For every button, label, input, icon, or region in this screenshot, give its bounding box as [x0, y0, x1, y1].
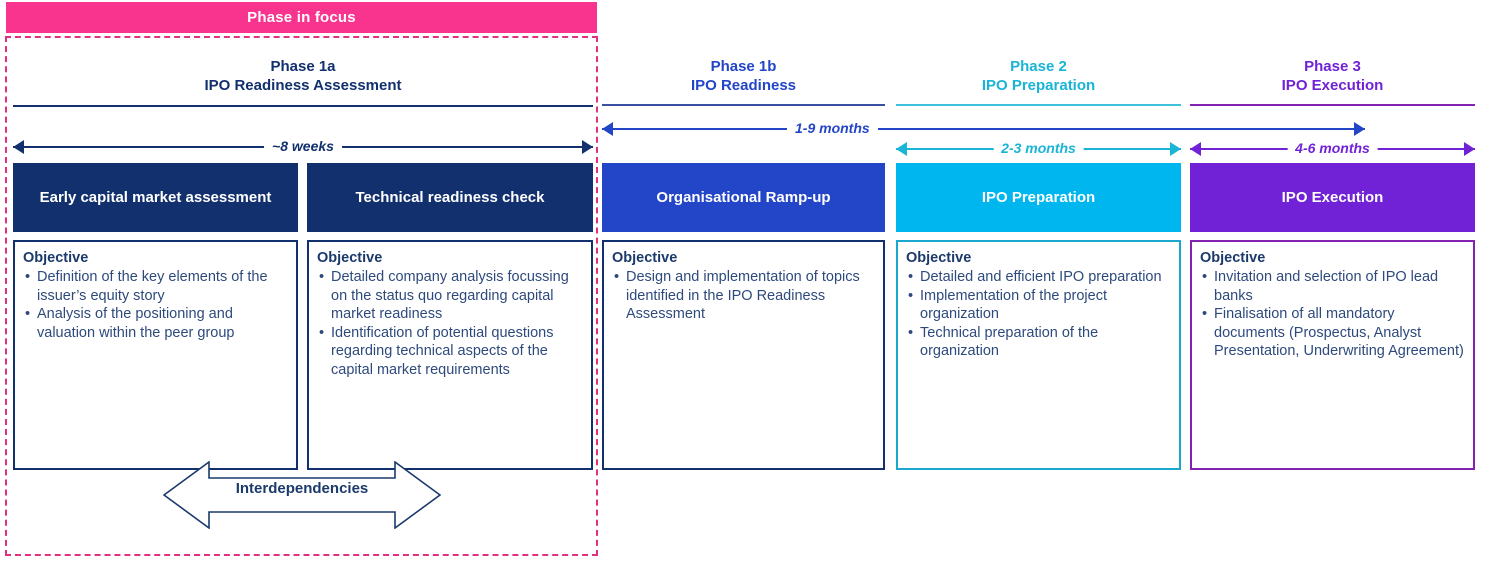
workstream-header-early-capital-market-assessment[interactable]: Early capital market assessment [13, 163, 298, 232]
objective-box-organisational-ramp-up: Objective Design and implementation of t… [602, 240, 885, 470]
workstream-header-label: IPO Preparation [981, 189, 1096, 206]
workstream-header-label: Organisational Ramp-up [656, 189, 831, 206]
list-item: Design and implementation of topics iden… [612, 268, 875, 324]
objective-title: Objective [612, 250, 678, 266]
list-item: Technical preparation of the organizatio… [906, 324, 1171, 361]
list-item: Analysis of the positioning and valuatio… [23, 305, 288, 342]
workstream-header-label: Early capital market assessment [39, 189, 272, 206]
arrowhead-left-icon [13, 140, 24, 154]
list-item: Detailed company analysis focussing on t… [317, 268, 583, 324]
duration-arrow-phase-1a: ~8 weeks [13, 136, 593, 158]
duration-arrow-phase-3: 4-6 months [1190, 138, 1475, 160]
list-item: Finalisation of all mandatory documents … [1200, 305, 1465, 361]
phase-name-1a: Phase 1a [270, 58, 336, 75]
phase-rule-1b [602, 104, 885, 106]
duration-line [602, 128, 1365, 130]
workstream-header-technical-readiness-check[interactable]: Technical readiness check [307, 163, 593, 232]
workstream-header-ipo-preparation[interactable]: IPO Preparation [896, 163, 1181, 232]
objective-title: Objective [23, 250, 89, 266]
objective-bullet-list: Invitation and selection of IPO lead ban… [1200, 268, 1465, 361]
phase-header-1a: Phase 1a IPO Readiness Assessment [13, 57, 593, 95]
phase-name-1b: Phase 1b [710, 58, 777, 75]
arrowhead-right-icon [1464, 142, 1475, 156]
phase-name-2: Phase 2 [1010, 58, 1067, 75]
objective-title: Objective [906, 250, 972, 266]
objective-title: Objective [1200, 250, 1266, 266]
list-item: Invitation and selection of IPO lead ban… [1200, 268, 1465, 305]
phase-header-1b: Phase 1b IPO Readiness [602, 57, 885, 95]
list-item: Detailed and efficient IPO preparation [906, 268, 1171, 287]
interdependencies-label: Interdependencies [235, 480, 369, 497]
phase-subtitle-1b: IPO Readiness [690, 77, 797, 94]
interdependencies-arrow: Interdependencies [163, 461, 441, 529]
phase-subtitle-3: IPO Execution [1281, 77, 1384, 94]
duration-arrow-phase-1b: 1-9 months [602, 118, 1365, 140]
phase-header-2: Phase 2 IPO Preparation [896, 57, 1181, 95]
objective-bullet-list: Detailed company analysis focussing on t… [317, 268, 583, 379]
list-item: Definition of the key elements of the is… [23, 268, 288, 305]
arrowhead-left-icon [602, 122, 613, 136]
objective-title: Objective [317, 250, 383, 266]
workstream-header-ipo-execution[interactable]: IPO Execution [1190, 163, 1475, 232]
objective-box-ipo-preparation: Objective Detailed and efficient IPO pre… [896, 240, 1181, 470]
duration-label-1b: 1-9 months [787, 118, 878, 139]
arrowhead-right-icon [1354, 122, 1365, 136]
objective-bullet-list: Detailed and efficient IPO preparation I… [906, 268, 1171, 361]
phase-rule-2 [896, 104, 1181, 106]
phase-subtitle-1a: IPO Readiness Assessment [204, 77, 402, 94]
arrowhead-left-icon [896, 142, 907, 156]
objective-box-ipo-execution: Objective Invitation and selection of IP… [1190, 240, 1475, 470]
list-item: Identification of potential questions re… [317, 324, 583, 380]
workstream-header-label: Technical readiness check [355, 189, 545, 206]
arrowhead-left-icon [1190, 142, 1201, 156]
phase-rule-1a [13, 105, 593, 107]
focus-highlight-frame [5, 36, 598, 556]
double-arrow-icon [163, 461, 441, 529]
arrowhead-right-icon [1170, 142, 1181, 156]
phase-name-3: Phase 3 [1304, 58, 1361, 75]
phase-header-3: Phase 3 IPO Execution [1190, 57, 1475, 95]
duration-arrow-phase-2: 2-3 months [896, 138, 1181, 160]
phase-in-focus-banner: Phase in focus [6, 2, 597, 33]
list-item: Implementation of the project organizati… [906, 287, 1171, 324]
phase-in-focus-label: Phase in focus [247, 9, 356, 26]
phase-subtitle-2: IPO Preparation [981, 77, 1096, 94]
phase-rule-3 [1190, 104, 1475, 106]
objective-box-early-capital-market-assessment: Objective Definition of the key elements… [13, 240, 298, 470]
workstream-header-label: IPO Execution [1281, 189, 1384, 206]
objective-bullet-list: Design and implementation of topics iden… [612, 268, 875, 324]
duration-label-1a: ~8 weeks [264, 136, 342, 157]
duration-label-2: 2-3 months [993, 138, 1084, 159]
duration-label-3: 4-6 months [1287, 138, 1378, 159]
objective-bullet-list: Definition of the key elements of the is… [23, 268, 288, 342]
objective-box-technical-readiness-check: Objective Detailed company analysis focu… [307, 240, 593, 470]
workstream-header-organisational-ramp-up[interactable]: Organisational Ramp-up [602, 163, 885, 232]
arrowhead-right-icon [582, 140, 593, 154]
